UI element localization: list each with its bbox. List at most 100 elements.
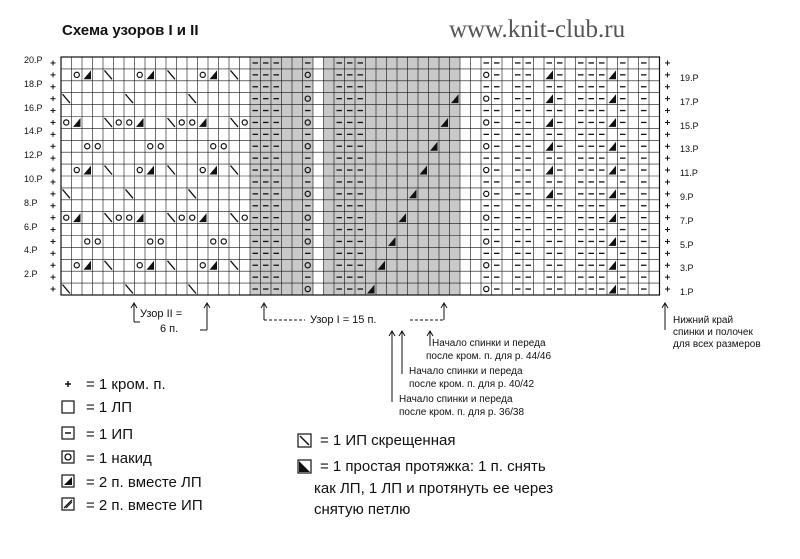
legend-k2tog-symbol xyxy=(64,477,72,485)
row-label-left: 16.Р xyxy=(24,102,43,113)
chart-title: Схема узоров I и II xyxy=(62,22,199,39)
yarn-over-mark xyxy=(189,214,196,221)
crossed-mark xyxy=(62,284,71,294)
yarn-over-mark xyxy=(483,262,490,269)
yarn-over-mark xyxy=(63,214,70,221)
start-4446-line1: Начало спинки и переда xyxy=(432,338,546,349)
yarn-over-mark xyxy=(304,143,311,150)
crossed-mark xyxy=(188,188,197,199)
k2tog-mark xyxy=(608,94,616,104)
crossed-mark xyxy=(62,93,71,104)
row-label-right: 15.Р xyxy=(680,120,699,131)
row-label-left: 2.Р xyxy=(24,269,38,280)
k2tog-mark xyxy=(146,70,154,80)
yarn-over-mark xyxy=(483,71,490,79)
crossed-mark xyxy=(167,69,176,80)
crossed-mark xyxy=(104,212,113,223)
pattern2-arrow-left xyxy=(130,302,138,309)
legend-p2tog-symbol xyxy=(63,499,73,509)
k2tog-mark xyxy=(545,70,553,80)
start-3638-line1: Начало спинки и переда xyxy=(399,394,513,405)
grid-border xyxy=(60,56,661,296)
k2tog-mark xyxy=(199,213,207,223)
k2tog-mark xyxy=(608,213,616,223)
crossed-mark xyxy=(230,117,239,128)
k2tog-mark xyxy=(440,118,448,127)
yarn-over-mark xyxy=(136,71,143,79)
legend-purl-text: = 1 ИП xyxy=(86,426,133,443)
k2tog-mark xyxy=(608,237,616,246)
yarn-over-mark xyxy=(73,71,80,79)
crossed-mark xyxy=(125,188,134,199)
k2tog-mark xyxy=(367,284,375,294)
yarn-over-mark xyxy=(220,143,227,150)
yarn-over-mark xyxy=(199,166,206,174)
k2tog-mark xyxy=(136,213,144,223)
yarn-over-mark xyxy=(241,119,248,126)
legend-knit-text: = 1 ЛП xyxy=(86,399,133,416)
yarn-over-mark xyxy=(136,166,143,174)
yarn-over-mark xyxy=(73,262,80,269)
k2tog-mark xyxy=(451,94,459,104)
yarn-over-mark xyxy=(157,238,164,245)
yarn-over-mark xyxy=(63,119,70,126)
k2tog-mark xyxy=(73,213,81,223)
k2tog-mark xyxy=(608,70,616,80)
k2tog-mark xyxy=(398,213,406,223)
yarn-over-mark xyxy=(483,166,490,174)
row-label-right: 1.Р xyxy=(680,287,694,298)
yarn-over-mark xyxy=(483,285,490,293)
k2tog-mark xyxy=(608,284,616,294)
row-label-left: 20.Р xyxy=(24,55,43,65)
row-label-left: 8.Р xyxy=(24,197,38,208)
yarn-over-mark xyxy=(241,214,248,221)
k2tog-mark xyxy=(209,260,217,270)
k2tog-mark xyxy=(545,141,553,151)
legend-k2tog-text: = 2 п. вместе ЛП xyxy=(86,474,202,491)
k2tog-mark xyxy=(545,189,553,199)
yarn-over-mark xyxy=(483,143,490,150)
start-4042-line1: Начало спинки и переда xyxy=(409,366,523,377)
yarn-over-mark xyxy=(304,214,311,221)
yarn-over-mark xyxy=(199,262,206,269)
legend-skp-line3: снятую петлю xyxy=(314,501,411,518)
yarn-over-mark xyxy=(94,143,101,150)
crossed-mark xyxy=(230,165,239,175)
row-label-right: 19.Р xyxy=(680,72,699,83)
crossed-mark xyxy=(104,165,113,175)
row-label-right: 11.Р xyxy=(680,168,698,179)
k2tog-mark xyxy=(419,165,427,175)
k2tog-mark xyxy=(209,70,217,80)
start-4042-line2: после кром. п. для р. 40/42 xyxy=(409,379,535,390)
crossed-mark xyxy=(230,212,239,223)
k2tog-mark xyxy=(73,118,81,127)
yarn-over-mark xyxy=(220,238,227,245)
start-3638-line2: после кром. п. для р. 36/38 xyxy=(399,407,525,418)
start-4446-arrow xyxy=(426,330,434,337)
yarn-over-mark xyxy=(483,238,490,245)
crossed-mark xyxy=(167,212,176,223)
yarn-over-mark xyxy=(115,119,122,126)
k2tog-mark xyxy=(608,189,616,199)
yarn-over-mark xyxy=(210,143,217,150)
yarn-over-mark xyxy=(199,71,206,79)
yarn-over-mark xyxy=(304,238,311,245)
row-label-right: 5.Р xyxy=(680,239,694,250)
yarn-over-mark xyxy=(304,285,311,293)
yarn-over-mark xyxy=(178,119,185,126)
yarn-over-mark xyxy=(189,119,196,126)
bottom-edge-line3: для всех размеров xyxy=(673,339,761,350)
crossed-mark xyxy=(104,117,113,128)
yarn-over-mark xyxy=(483,190,490,198)
crossed-mark xyxy=(167,260,176,271)
row-label-left: 4.Р xyxy=(24,245,38,256)
legend-yo-text: = 1 накид xyxy=(86,450,152,467)
row-label-right: 7.Р xyxy=(680,215,694,226)
crossed-mark xyxy=(167,117,176,128)
legend-crossed-text: = 1 ИП скрещенная xyxy=(320,432,456,449)
legend-p2tog-symbol xyxy=(65,501,73,509)
k2tog-mark xyxy=(545,165,553,175)
legend-edge-text: = 1 кром. п. xyxy=(86,376,166,393)
